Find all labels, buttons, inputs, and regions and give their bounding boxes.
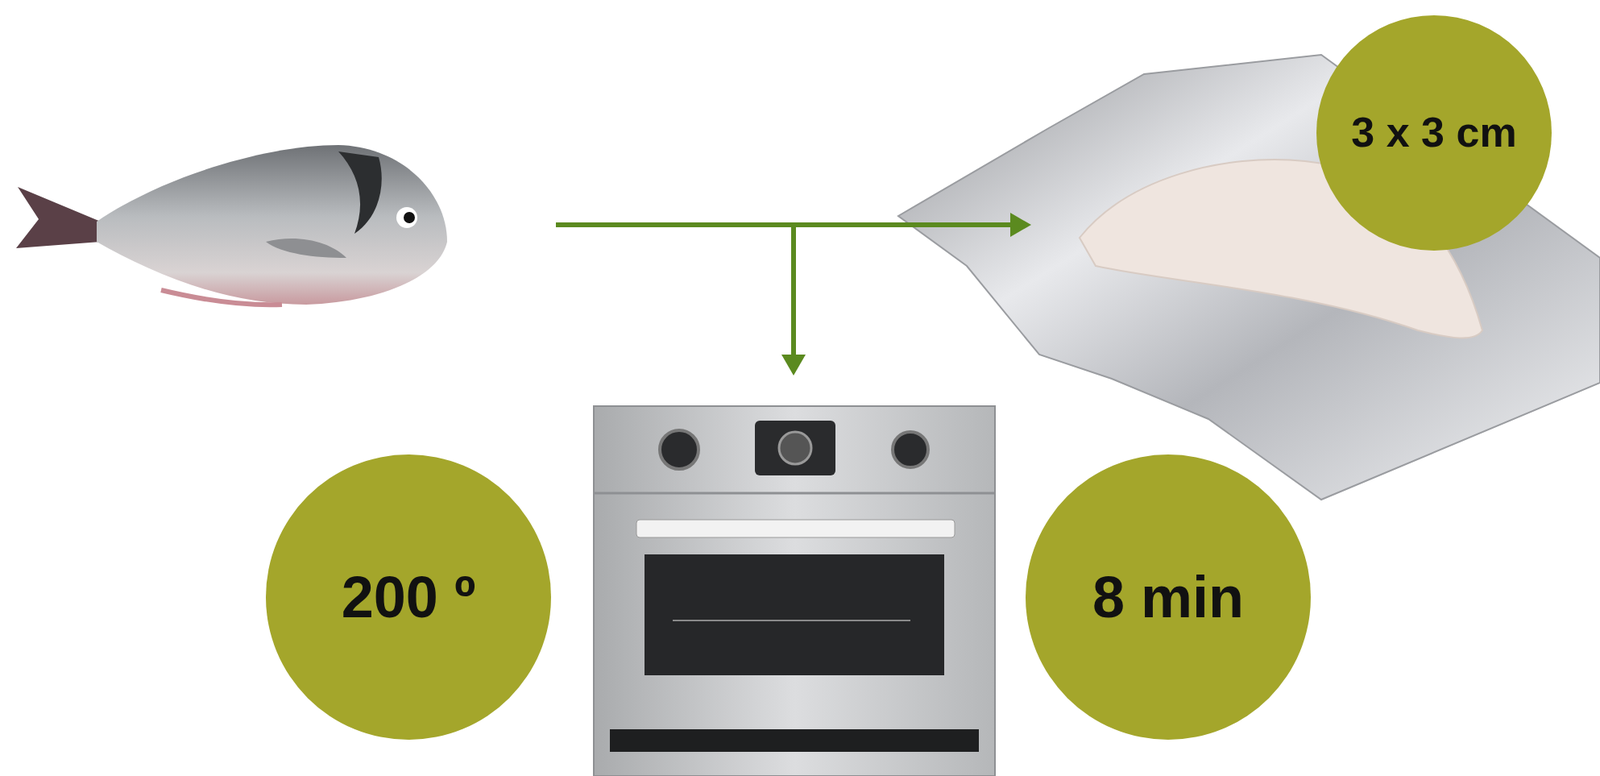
value-circle: 3 x 3 cm	[1316, 15, 1552, 251]
circle-label: 200 º	[341, 563, 476, 631]
circle-content: 3 x 3 cm	[1351, 108, 1517, 158]
oven-display	[754, 420, 836, 476]
oven-window	[644, 554, 945, 676]
oven-panel-line	[593, 492, 995, 495]
fish-illustration	[16, 145, 448, 305]
arrow-line	[555, 222, 1017, 228]
oven-knob	[892, 431, 929, 468]
arrow-head	[1010, 212, 1032, 237]
fish-eye	[396, 207, 418, 228]
foil-illustration	[898, 54, 1600, 500]
oven-body	[593, 406, 995, 776]
oven-knob	[779, 431, 812, 465]
oven-base	[609, 729, 979, 752]
value-circle: 200 º	[265, 454, 552, 740]
arrow-head	[781, 354, 806, 376]
flow-arrows	[555, 212, 1032, 376]
fish-body	[96, 145, 448, 305]
fish-head-patch	[338, 151, 382, 234]
oven-handle	[636, 519, 955, 538]
oven-illustration	[593, 406, 995, 776]
oven-rack	[672, 619, 911, 622]
circle-content: 8 min	[1092, 563, 1244, 631]
fish-tail	[16, 186, 101, 249]
foil-sheet	[898, 54, 1600, 500]
arrow-line	[791, 224, 796, 361]
value-circle: 8 min	[1025, 454, 1311, 740]
oven-knob	[659, 430, 699, 469]
circle-label: 8 min	[1092, 563, 1244, 631]
fish-belly	[161, 290, 282, 305]
circle-label: 3 x 3 cm	[1351, 108, 1517, 158]
circle-content: 200 º	[341, 563, 476, 631]
fish-fin	[265, 238, 347, 258]
fish-pupil	[403, 211, 415, 224]
